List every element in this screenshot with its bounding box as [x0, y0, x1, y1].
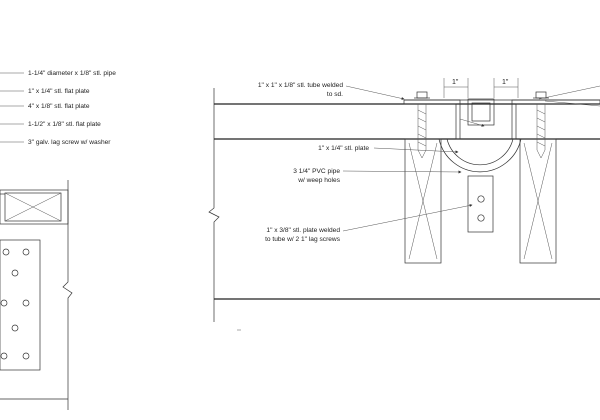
pvc-pipe-outer: [438, 138, 522, 173]
legend-item-lag-screw: 3" galv. lag screw w/ washer: [28, 139, 111, 146]
callout-pvc-line1: 3 1/4" PVC pipe: [293, 168, 340, 175]
dimension-annotations: 1" 1": [443, 78, 519, 98]
hanger-plate: [467, 175, 494, 233]
legend-item-flat-plate-1x1-4: 1" x 1/4" stl. flat plate: [28, 88, 90, 95]
main-section-detail: 1" 1" 1" x 1" x 1/8" stl. tube welded to…: [208, 78, 600, 331]
bolt-hole-group: [0, 248, 30, 360]
legend-item-flat-plate-4x1-8: 4" x 1/8" stl. flat plate: [28, 103, 90, 110]
left-partial-elevation: [0, 180, 73, 410]
callout-plate-welded-line2: to tube w/ 2 1" lag screws: [265, 236, 341, 243]
right-lag-screw: [533, 91, 549, 159]
leader-lines: [342, 85, 485, 232]
material-legend: 1-1/4" diameter x 1/8" stl. pipe 1" x 1/…: [0, 70, 116, 146]
legend-item-pipe: 1-1/4" diameter x 1/8" stl. pipe: [28, 70, 116, 77]
callout-pvc-line2: w/ weep holes: [297, 177, 340, 184]
dimension-left-label: 1": [452, 79, 459, 86]
callout-tube-welded-line2: to sd.: [327, 91, 343, 98]
dimension-right-label: 1": [502, 79, 509, 86]
callout-tube-welded-line1: 1" x 1" x 1/8" stl. tube welded: [258, 82, 343, 89]
left-post: [404, 138, 442, 264]
callout-plate: 1" x 1/4" stl. plate: [318, 145, 369, 152]
left-lag-screw: [414, 91, 430, 159]
pvc-pipe-inner: [446, 138, 514, 166]
callout-plate-welded-line1: 1" x 3/8" stl. plate welded: [266, 227, 340, 234]
legend-item-flat-plate-1-1-2x1-8: 1-1/2" x 1/8" stl. flat plate: [28, 121, 101, 128]
right-post: [519, 138, 557, 264]
